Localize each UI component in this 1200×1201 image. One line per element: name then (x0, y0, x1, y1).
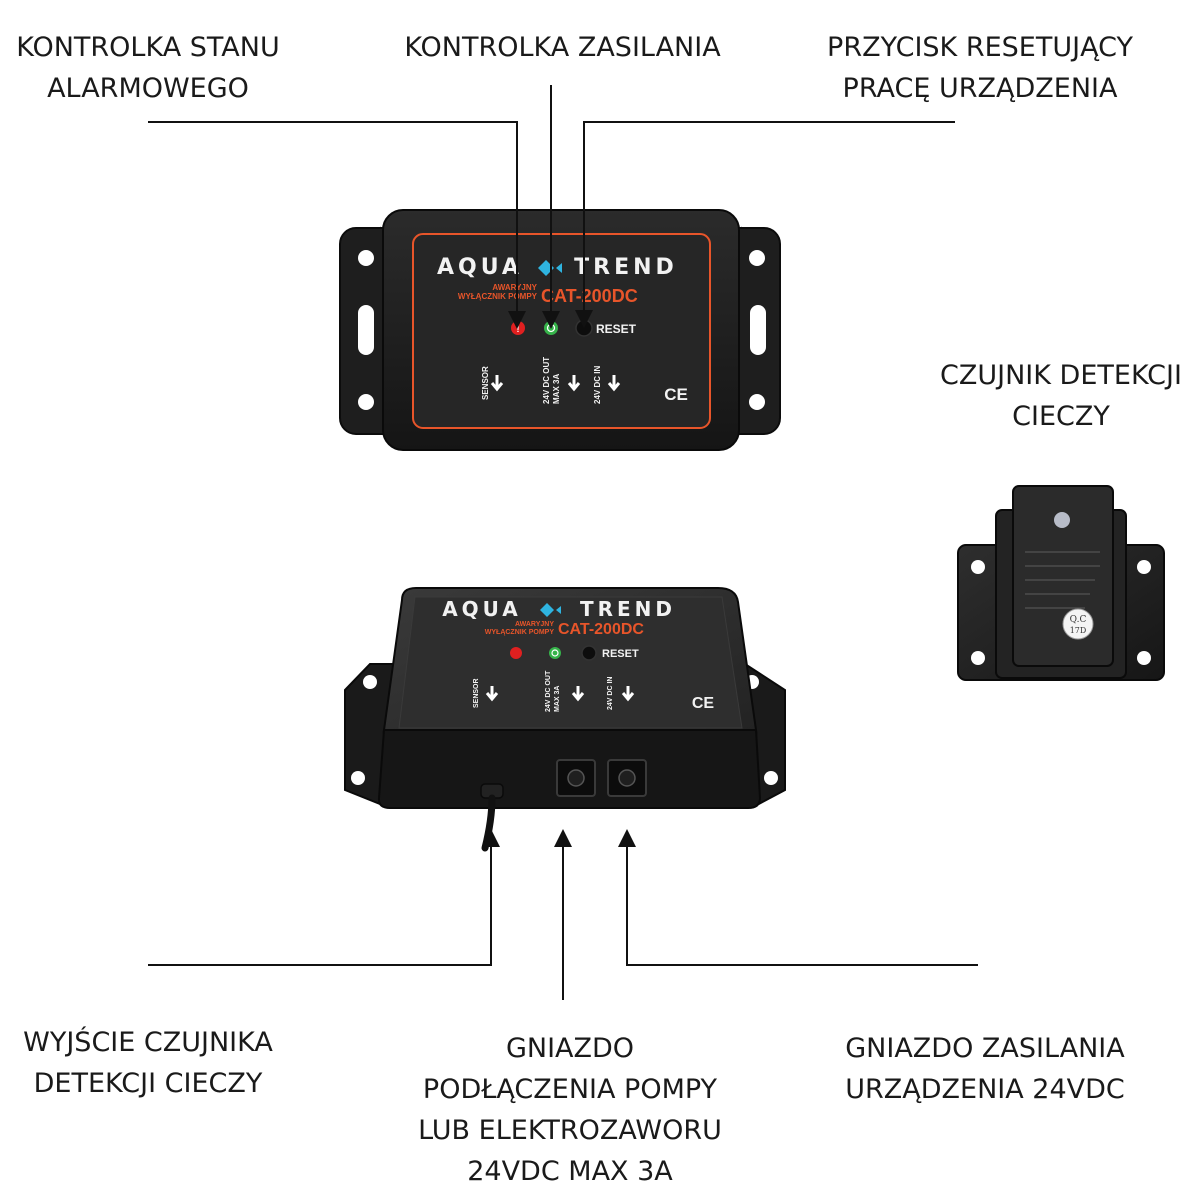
brand-right: TREND (574, 255, 678, 280)
port-out-text-1: 24V DC OUT (542, 357, 551, 404)
leader-sensor-output (148, 838, 491, 965)
port-out-text-2: MAX 3A (554, 686, 561, 712)
mount-slot (750, 305, 766, 355)
socket-pin (568, 770, 584, 786)
sensor-led (1054, 512, 1070, 528)
liquid-sensor: Q.C 17D (958, 486, 1164, 680)
mount-hole (749, 250, 765, 266)
reset-text: RESET (596, 322, 637, 336)
power-led (549, 647, 561, 659)
leader-power-socket (627, 838, 978, 965)
model-name: CAT-200DC (558, 621, 644, 638)
brand-right: TREND (580, 597, 676, 621)
mount-hole (971, 560, 985, 574)
subtitle-line1: AWARYJNY (515, 621, 554, 628)
ce-mark: CE (692, 695, 715, 712)
device-front-view: AQUA TREND AWARYJNY WYŁĄCZNIK POMPY CAT-… (340, 210, 780, 450)
port-sensor-text: SENSOR (473, 678, 480, 708)
mount-hole (1137, 560, 1151, 574)
mount-slot (358, 305, 374, 355)
mount-hole (764, 771, 778, 785)
ce-mark: CE (664, 385, 688, 404)
port-in-text: 24V DC IN (607, 677, 614, 710)
socket-pin (619, 770, 635, 786)
mount-hole (971, 651, 985, 665)
brand-left: AQUA (437, 255, 523, 280)
brand-left: AQUA (442, 597, 522, 621)
qc-bottom: 17D (1070, 626, 1087, 635)
reset-button[interactable] (582, 646, 596, 660)
port-out-text-2: MAX 3A (552, 374, 561, 404)
reset-button[interactable] (576, 320, 592, 336)
leader-lines-top (148, 85, 955, 320)
mount-hole (351, 771, 365, 785)
model-name: CAT-200DC (541, 286, 638, 306)
mount-hole (1137, 651, 1151, 665)
port-out-text-1: 24V DC OUT (545, 670, 552, 712)
device-perspective-view: AQUA TREND AWARYJNY WYŁĄCZNIK POMPY CAT-… (345, 588, 785, 848)
power-led (544, 321, 558, 335)
qc-top: Q.C (1070, 615, 1087, 625)
subtitle-line1: AWARYJNY (492, 283, 537, 292)
subtitle-line2: WYŁĄCZNIK POMPY (485, 629, 555, 636)
mount-hole (363, 675, 377, 689)
mount-hole (358, 394, 374, 410)
mount-hole (358, 250, 374, 266)
subtitle-line2: WYŁĄCZNIK POMPY (458, 292, 538, 301)
port-sensor-text: SENSOR (481, 366, 490, 400)
leader-lines-bottom (148, 838, 978, 1000)
mount-hole (749, 394, 765, 410)
alarm-led (510, 647, 522, 659)
reset-text: RESET (602, 648, 639, 660)
alarm-led-icon: ! (517, 324, 520, 334)
port-in-text: 24V DC IN (593, 366, 602, 404)
